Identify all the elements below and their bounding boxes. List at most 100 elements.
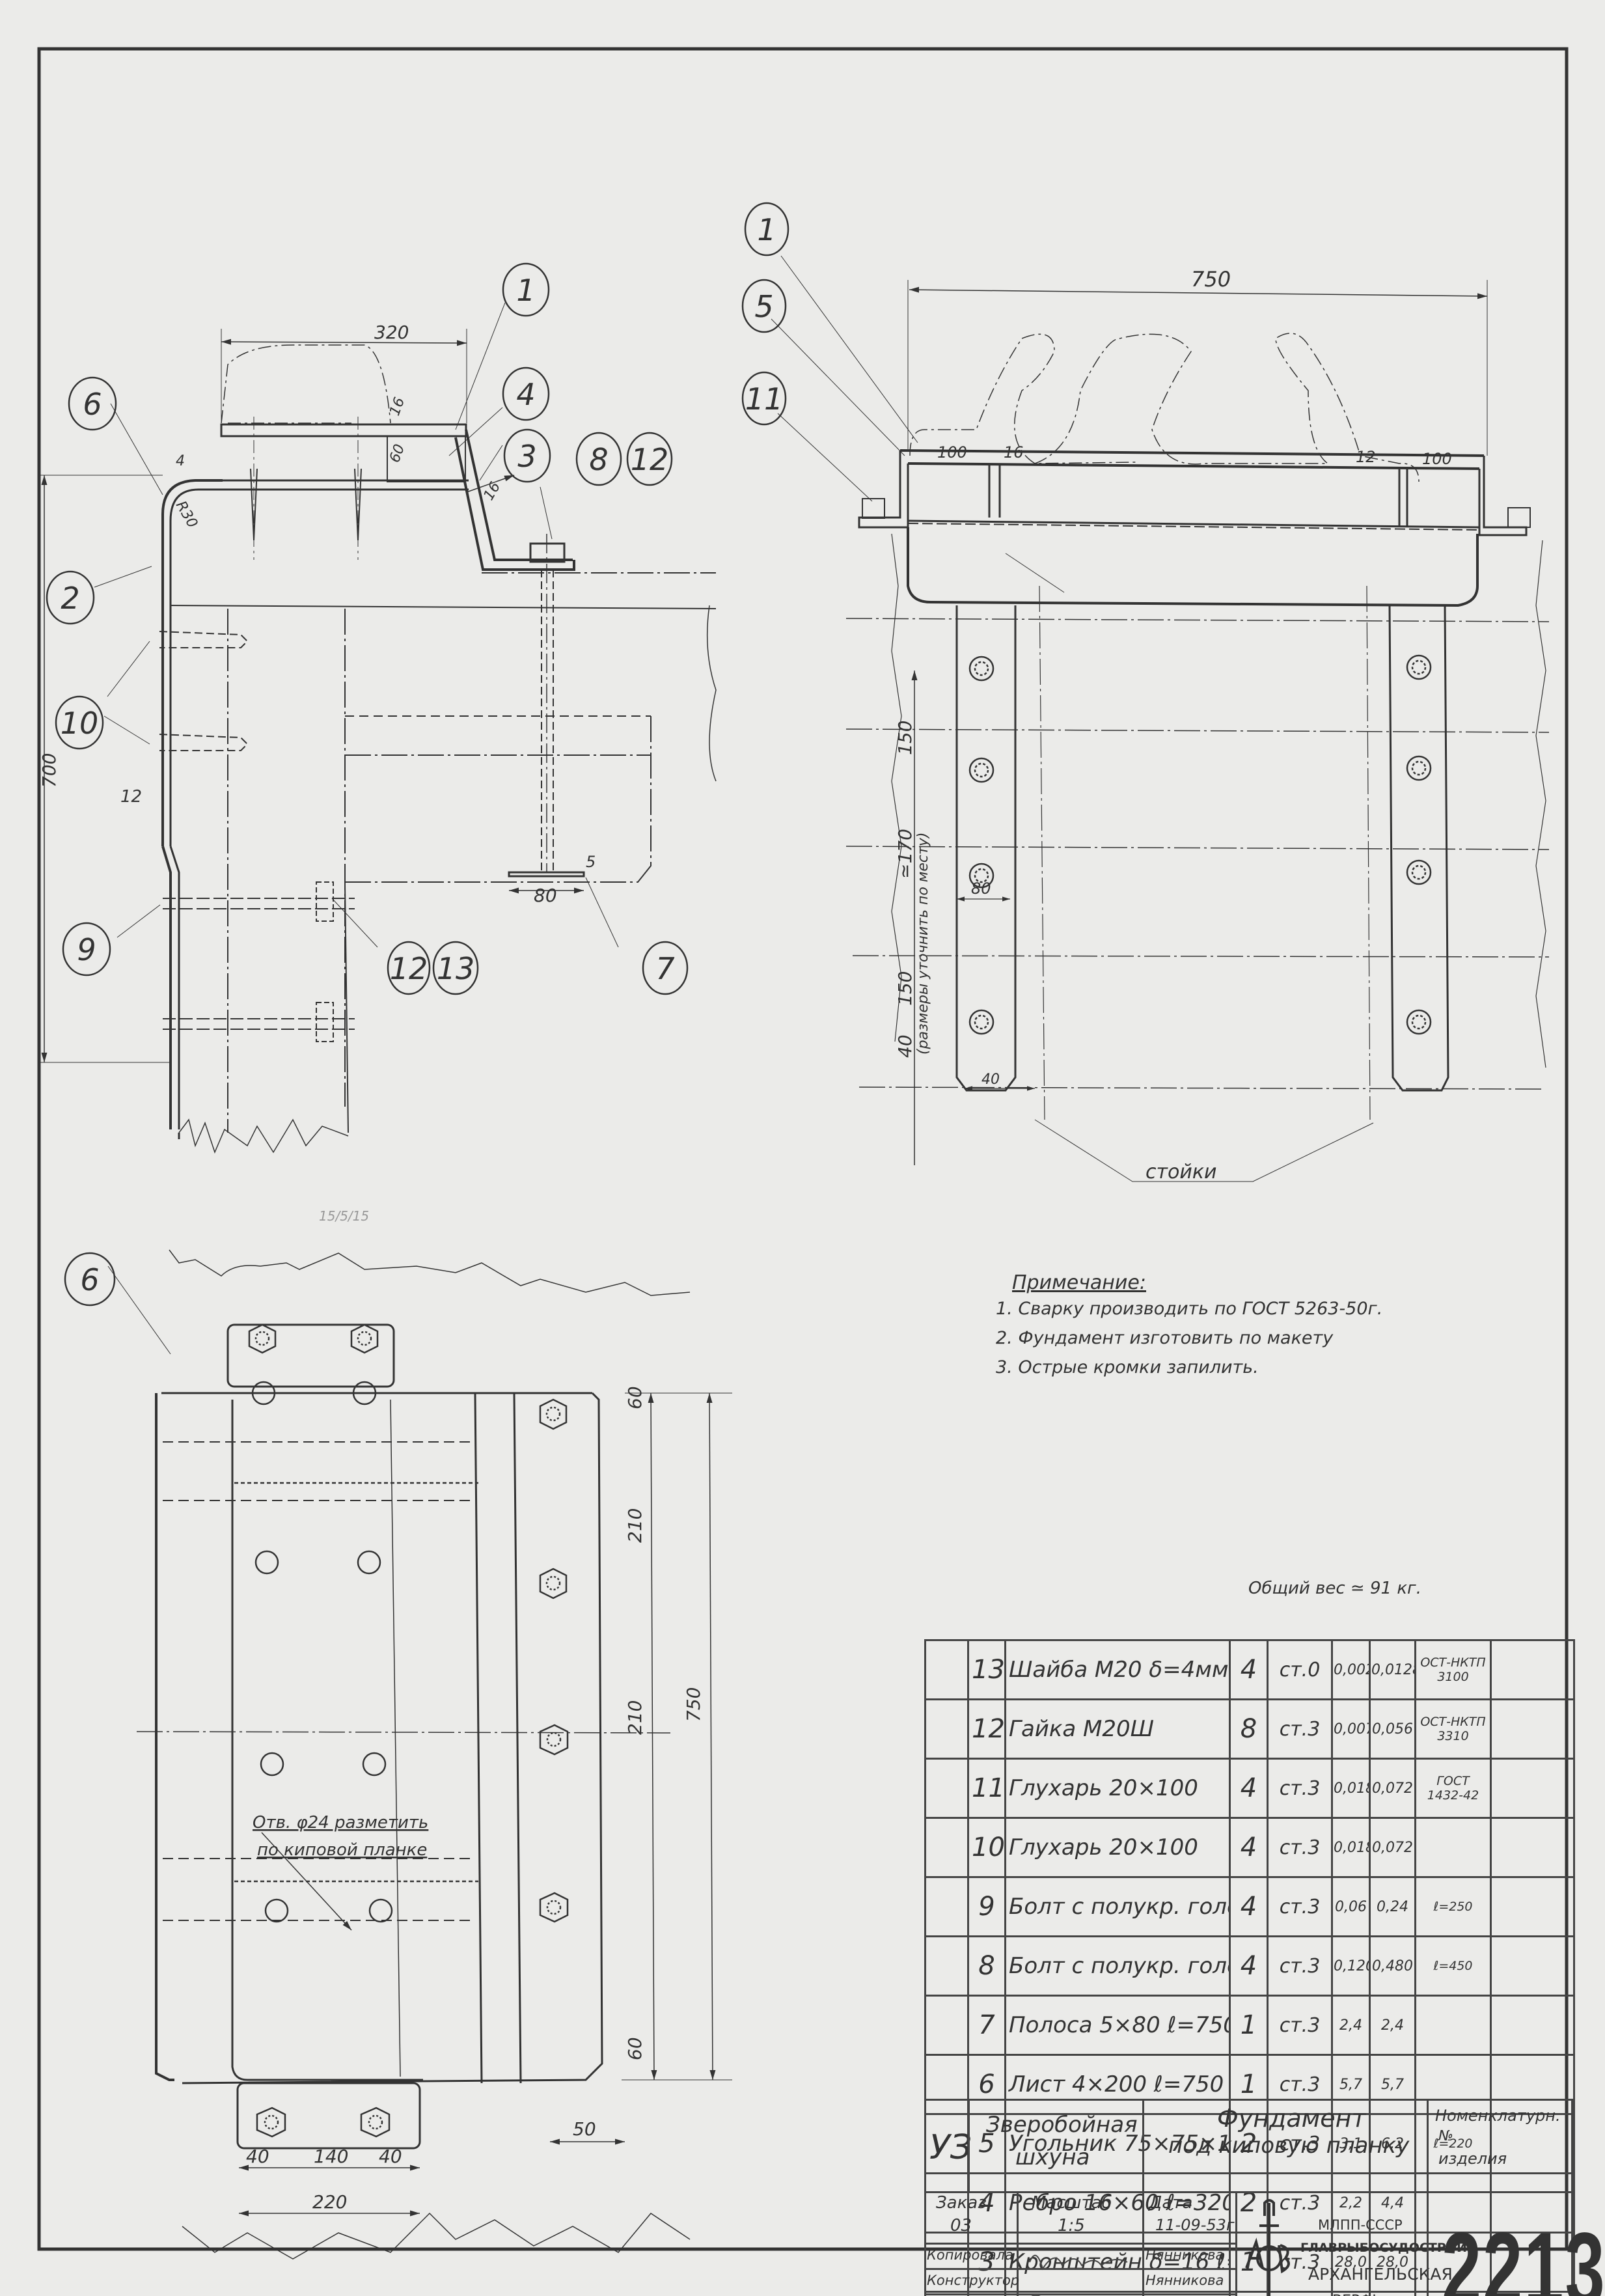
size-std (1414, 2054, 1492, 2115)
notes-title: Примечание: (1012, 1271, 1146, 1294)
note-2: 2. Фундамент изготовить по макету (996, 1328, 1334, 1348)
org-line4: ВЕРФЬ (1332, 2293, 1382, 2296)
part-name: Ребро 16×60 ℓ=320 (1004, 2172, 1231, 2234)
part-name: Полоса 5×80 ℓ=750 (1004, 1995, 1231, 2056)
quantity: 8 (1229, 1698, 1269, 1760)
dim-750-front: 750 (1191, 267, 1231, 292)
remarks (1490, 1758, 1575, 1819)
weight-total: 0,480 (1369, 1935, 1416, 1997)
material: ст.3 (1267, 2054, 1333, 2115)
part-no: 11 (967, 1758, 1006, 1819)
callout-4: 4 (516, 377, 535, 412)
part-name: Гайка М20Ш (1004, 1698, 1231, 1760)
side-section-view (39, 302, 717, 1154)
size-std: ГОСТ 1432-42 (1414, 1758, 1492, 1819)
item-no (924, 2232, 969, 2293)
callout-7: 7 (655, 951, 674, 986)
part-name: Кронштейн δ=16 ℓ=750 (1004, 2232, 1231, 2293)
dim-60: 60 (387, 442, 408, 465)
material: ст.3 (1267, 1758, 1333, 1819)
dim-750-plan: 750 (683, 1687, 704, 1722)
callout-circles (46, 202, 789, 1307)
item-no (924, 2113, 969, 2174)
quantity: 1 (1229, 2054, 1269, 2115)
weight-total: 6,2 (1369, 2113, 1416, 2174)
part-no: 9 (967, 1876, 1006, 1937)
drawing-number-cell (1427, 2191, 1573, 2296)
quantity: 2 (1229, 2172, 1269, 2234)
callout-front-1: 1 (757, 212, 776, 247)
dim-40-end: 40 (894, 1034, 916, 1058)
weight-total: 0,072 (1369, 1817, 1416, 1878)
sig-name-2: Нянникова (1145, 2273, 1224, 2288)
org-line2: ГЛАВРЫБОСУДОСТРОЙ (1300, 2241, 1467, 2255)
part-name: Глухарь 20×100 (1004, 1817, 1231, 1878)
part-no: 7 (967, 1995, 1006, 2056)
title-block: УЗ Зверобойная шхуна Фундамент под кипов… (924, 2099, 1605, 2296)
dim-100-left: 100 (937, 443, 967, 462)
shipyard-logo-icon (1245, 2199, 1290, 2296)
item-no (924, 1995, 969, 2056)
callout-6: 6 (83, 387, 102, 422)
part-no: 10 (967, 1817, 1006, 1878)
plan-view (107, 1249, 732, 2260)
callout-10: 10 (61, 706, 99, 741)
dim-210-a: 210 (624, 1508, 646, 1543)
date-label: Дата (1149, 2193, 1193, 2213)
posts-label: стойки (1145, 1161, 1216, 1183)
material: ст.3 (1267, 1698, 1333, 1760)
material: ст.0 (1267, 1639, 1333, 1700)
quantity: 4 (1229, 1758, 1269, 1819)
part-name: Угольник 75×75×12 (1004, 2113, 1231, 2174)
pitch-note: (размеры уточнить по месту) (915, 833, 931, 1055)
callout-front-5: 5 (754, 289, 773, 324)
dim-150-top: 150 (894, 721, 916, 755)
part-no: 8 (967, 1935, 1006, 1997)
order-label: Заказ (936, 2193, 987, 2213)
pencil-mark: 15/5/15 (319, 1208, 369, 1224)
signature-scribbles (1029, 2254, 1128, 2296)
material: ст.3 (1267, 2172, 1333, 2234)
dim-4: 4 (176, 453, 185, 469)
size-std: ℓ=450 (1414, 1935, 1492, 1997)
item-no (924, 1876, 969, 1937)
dim-170: ≃170 (894, 829, 916, 879)
callout-13: 13 (437, 951, 475, 986)
weight-unit: 0,018 (1331, 1817, 1371, 1878)
part-name: Глухарь 20×100 (1004, 1758, 1231, 1819)
nomenclature-item: изделия (1438, 2150, 1507, 2168)
dim-40-c: 40 (379, 2146, 402, 2167)
item-no (924, 2054, 969, 2115)
size-std: ОСТ-НКТП 3100 (1414, 1639, 1492, 1700)
weight-unit: 28,0 (1331, 2232, 1371, 2293)
remarks (1490, 1935, 1575, 1997)
dim-700: 700 (38, 753, 60, 788)
dim-16-bracket: 16 (481, 479, 504, 503)
part-no: 5 (967, 2113, 1006, 2174)
size-std (1414, 2291, 1492, 2296)
dim-16-rib: 16 (1004, 443, 1024, 462)
size-std (1414, 1995, 1492, 2056)
org-line1: МЛПП-СССР (1318, 2217, 1403, 2233)
item-no (924, 2172, 969, 2234)
item-no (924, 1817, 969, 1878)
remarks (1490, 1876, 1575, 1937)
quantity: 4 (1229, 1817, 1269, 1878)
dim-40-post: 40 (981, 1072, 1000, 1088)
quantity: 4 (1229, 1935, 1269, 1997)
dim-60-top: 60 (624, 1386, 646, 1409)
item-no (924, 1758, 969, 1819)
order-value: 03 (950, 2216, 972, 2235)
dim-210-b: 210 (624, 1700, 646, 1735)
hole-note-line2: по киповой планке (257, 1840, 427, 1860)
callout-front-11: 11 (745, 381, 784, 417)
remarks (1490, 1995, 1575, 2056)
material: ст.3 (1267, 1935, 1333, 1997)
